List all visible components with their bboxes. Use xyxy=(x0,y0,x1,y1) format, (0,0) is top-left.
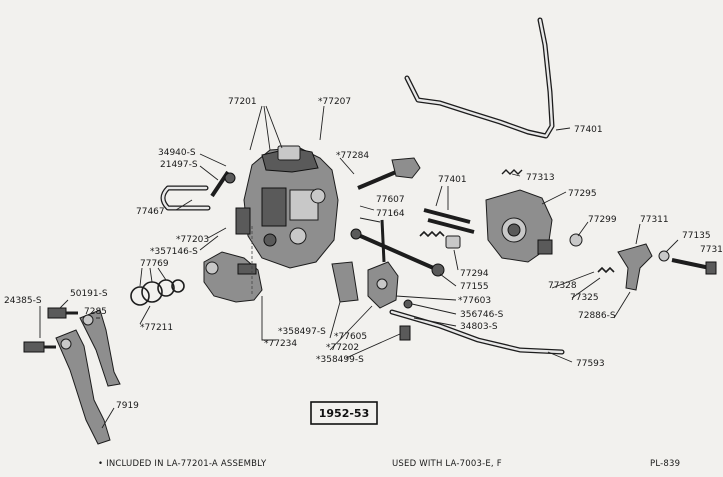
rod-77155 xyxy=(350,228,445,277)
label-77207: *77207 xyxy=(318,97,351,107)
u-bolt-77467 xyxy=(160,185,211,211)
label-77201: 77201 xyxy=(228,97,257,107)
label-77211: *77211 xyxy=(140,323,173,333)
label-77603: *77603 xyxy=(458,296,491,306)
label-72886-s: 72886-S xyxy=(578,311,616,321)
bolt-24385-s xyxy=(23,341,56,353)
spring-77294 xyxy=(419,230,461,249)
label-24385-s: 24385-S xyxy=(4,296,42,306)
label-77607: 77607 xyxy=(376,195,405,205)
bolt-7731 xyxy=(671,258,717,275)
year-label: 1952-53 xyxy=(319,407,370,420)
label-357146-s: *357146-S xyxy=(150,247,198,257)
housing-assembly-77201 xyxy=(235,145,339,269)
plate-number: PL-839 xyxy=(650,459,680,469)
label-77284: *77284 xyxy=(336,151,369,161)
part-labels: 77201 *77207 34940-S 21497-S *77284 7746… xyxy=(4,97,723,411)
label-77325: 77325 xyxy=(570,293,599,303)
governor-rod-77401 xyxy=(404,17,555,139)
spring-77313 xyxy=(501,169,523,175)
lever-77284 xyxy=(357,157,421,190)
shaft-77607 xyxy=(380,219,386,263)
label-77605: *77605 xyxy=(334,332,367,342)
valve-body-77202 xyxy=(367,261,399,309)
pins-77401 xyxy=(423,208,475,234)
label-7285: 7285 xyxy=(84,307,107,317)
label-34803-s: 34803-S xyxy=(460,322,498,332)
cable-77593 xyxy=(389,309,565,355)
spring-77325 xyxy=(597,266,615,274)
label-77769: 77769 xyxy=(140,259,169,269)
lever-77311 xyxy=(617,243,653,291)
cover-plate xyxy=(203,251,263,303)
label-358497-s: *358497-S xyxy=(278,327,326,337)
washer-77299 xyxy=(569,233,583,247)
label-77311: 77311 xyxy=(640,215,669,225)
label-77155: 77155 xyxy=(460,282,489,292)
lever-7285 xyxy=(79,309,121,387)
label-77203: *77203 xyxy=(176,235,209,245)
bolt-21497-s xyxy=(210,170,236,198)
footnote-included: • INCLUDED IN LA-77201-A ASSEMBLY xyxy=(98,459,267,469)
label-358499-s: *358499-S xyxy=(316,355,364,365)
label-50191-s: 50191-S xyxy=(70,289,108,299)
label-77467: 77467 xyxy=(136,207,165,217)
year-box xyxy=(310,401,378,425)
label-77401-rod: 77401 xyxy=(574,125,603,135)
label-77328: 77328 xyxy=(548,281,577,291)
bolt-358499-s xyxy=(399,325,411,341)
label-21497-s: 21497-S xyxy=(160,160,198,170)
label-77295: 77295 xyxy=(568,189,597,199)
label-77202: *77202 xyxy=(326,343,359,353)
control-valve-77295 xyxy=(485,189,553,263)
washer-77135 xyxy=(658,250,670,262)
label-77401-pin: 77401 xyxy=(438,175,467,185)
arm-7919 xyxy=(55,329,111,445)
label-77313: 77313 xyxy=(526,173,555,183)
bolt-50191-s xyxy=(47,307,78,319)
label-77593: 77593 xyxy=(576,359,605,369)
label-77294: 77294 xyxy=(460,269,489,279)
label-7919: 7919 xyxy=(116,401,139,411)
footnote-used-with: USED WITH LA-7003-E, F xyxy=(392,459,502,469)
label-77164: 77164 xyxy=(376,209,405,219)
leader-lines xyxy=(39,105,679,429)
bracket-77605 xyxy=(331,261,359,303)
washers-77769 xyxy=(130,279,185,306)
nut-356746-s xyxy=(403,299,413,309)
label-34940-s: 34940-S xyxy=(158,148,196,158)
label-77135: 77135 xyxy=(682,231,711,241)
label-356746-s: 356746-S xyxy=(460,310,504,320)
label-77234: *77234 xyxy=(264,339,297,349)
label-7731: 7731 xyxy=(700,245,723,255)
label-77299: 77299 xyxy=(588,215,617,225)
